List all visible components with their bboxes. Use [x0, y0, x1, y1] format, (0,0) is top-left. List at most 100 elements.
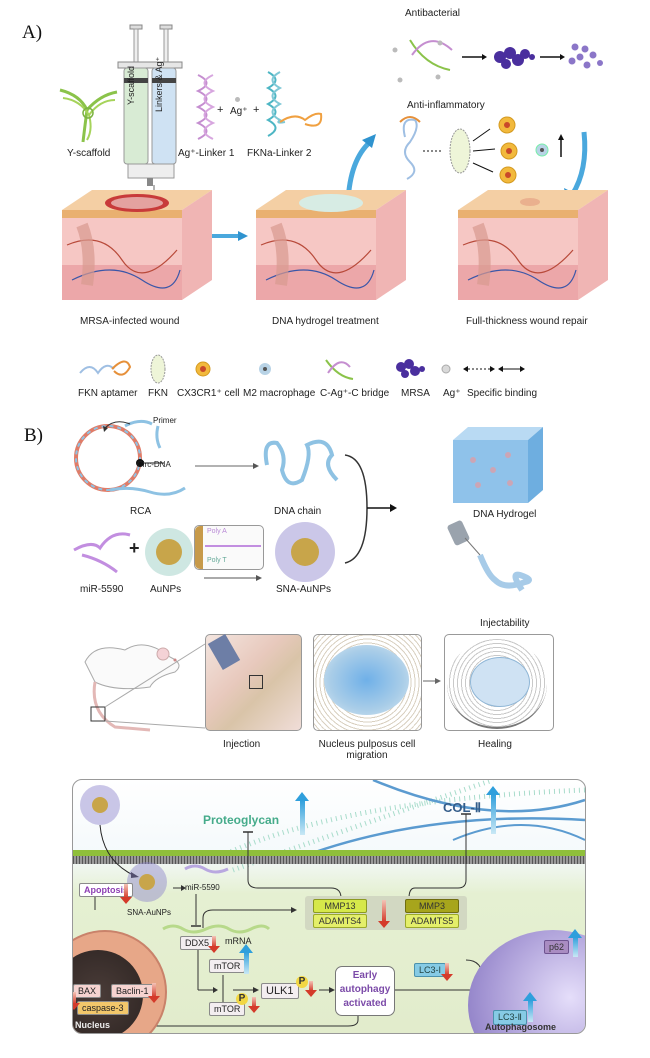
col2-label: COL-Ⅱ [443, 800, 482, 815]
phospho-badge: P [296, 976, 308, 988]
increase-arrow-icon [523, 992, 537, 1022]
primer-label: Primer [153, 416, 177, 425]
legend-label: CX3CR1⁺ cell [177, 388, 240, 399]
signaling-pathway-panel: Proteoglycan COL-Ⅱ SNA-AuNPs miR-5590 Ap… [72, 779, 586, 1034]
skin-block-treatment [256, 190, 406, 300]
apoptosis-box: Apoptosis [79, 883, 133, 897]
double-syringe-illustration [117, 24, 183, 186]
sna-aunp-intracellular [127, 862, 167, 902]
decrease-arrow-icon [441, 963, 453, 981]
mirna-strand-icon [184, 864, 229, 874]
decrease-arrow-icon [378, 900, 390, 928]
panel-a-label: A) [22, 22, 43, 43]
antibacterial-label: Antibacterial [405, 8, 461, 19]
healing-label: Healing [478, 739, 512, 750]
fkna-linker-2-icon [265, 71, 323, 137]
mtor-phospho-box: mTOR [209, 1002, 246, 1016]
gold-surface [195, 526, 203, 569]
migration-inset [313, 634, 422, 731]
adamts4-box: ADAMTS4 [313, 914, 367, 928]
proteoglycan-label: Proteoglycan [203, 813, 280, 827]
injection-inset [205, 634, 302, 731]
mrna-label: mRNA [225, 936, 252, 946]
healed-nucleus [470, 657, 530, 707]
adamts5-box: ADAMTS5 [405, 914, 459, 928]
stage-label-treatment: DNA hydrogel treatment [272, 316, 379, 327]
plus-sign: + [217, 104, 224, 116]
arrow-right-icon [204, 575, 262, 581]
legend-label: FKN [148, 388, 168, 399]
legend-label: Specific binding [467, 388, 538, 399]
lc3-2-box: LC3-Ⅱ [493, 1010, 527, 1025]
cx3cr1-cell-icon [195, 361, 211, 377]
aunps-icon [145, 528, 193, 576]
rca-illustration [74, 419, 186, 496]
rca-label: RCA [130, 506, 152, 517]
early-autophagy-line: activated [343, 998, 387, 1009]
mrsa-icon [396, 359, 425, 378]
cell-membrane [73, 856, 585, 864]
legend-label: M2 macrophage [243, 388, 316, 399]
plus-sign: + [253, 104, 260, 116]
y-scaffold-label: Y-scaffold [67, 148, 111, 159]
syringe-left-label: Y-scaffold [126, 65, 136, 105]
mmp3-box: MMP3 [405, 899, 459, 913]
increase-arrow-icon [568, 929, 582, 957]
ag-ion-icon [441, 364, 451, 374]
zoom-box [249, 675, 263, 689]
sna-aunps-label: SNA-AuNPs [276, 584, 332, 595]
syringe-icon [207, 634, 241, 670]
early-autophagy-box: Early autophagy activated [335, 966, 395, 1016]
decrease-arrow-icon [73, 992, 80, 1010]
mmp13-box: MMP13 [313, 899, 367, 913]
p62-box: p62 [544, 940, 570, 954]
strand-line [205, 545, 261, 547]
ddx5-box: DDX5 [180, 936, 215, 950]
anti-inflammatory-label: Anti-inflammatory [407, 100, 485, 111]
arrow-right-icon [423, 678, 441, 684]
plus-sign: + [129, 538, 140, 558]
decrease-arrow-icon [120, 884, 132, 904]
autophagosome-label: Autophagosome [485, 1022, 556, 1032]
ag-ion-icon [235, 97, 240, 102]
dna-hydrogel-label: DNA Hydrogel [473, 509, 537, 520]
legend-label: C-Ag⁺-C bridge [320, 388, 390, 399]
increase-arrow-icon [239, 944, 253, 974]
healing-inset [444, 634, 554, 731]
mirna-icon [73, 532, 131, 574]
skin-block-infected [62, 190, 212, 300]
migration-label: Nucleus pulposus cell migration [318, 739, 416, 761]
panel-b-label: B) [24, 425, 43, 446]
mirna-label: miR-5590 [80, 584, 124, 595]
mtor-box: mTOR [209, 959, 246, 973]
fkn-icon [150, 354, 166, 384]
decrease-arrow-icon [208, 936, 220, 953]
m2-macrophage-icon [259, 363, 271, 375]
decrease-arrow-icon [148, 983, 160, 1003]
injectability-label: Injectability [480, 618, 530, 629]
dna-chain-icon [263, 439, 339, 486]
ecm-fibers [211, 780, 585, 873]
legend-label: Ag⁺ [443, 388, 461, 399]
c-ag-c-bridge-icon [325, 359, 354, 380]
dna-chain-label: DNA chain [274, 506, 322, 517]
phospho-badge: P [236, 993, 248, 1005]
mirna-label: miR-5590 [185, 883, 220, 892]
caspase-box: caspase-3 [77, 1001, 129, 1015]
circ-dna-label: Circ-DNA [137, 460, 171, 469]
decrease-arrow-icon [248, 997, 260, 1013]
poly-t-label: Poly T [207, 557, 227, 564]
decrease-arrow-icon [305, 981, 317, 997]
bax-box: BAX [73, 984, 102, 998]
binding-arrows-icon [463, 366, 525, 372]
arrow-right-icon [195, 463, 259, 469]
sna-aunps-label: SNA-AuNPs [127, 908, 172, 917]
stage-label-infected: MRSA-infected wound [80, 316, 180, 327]
antibacterial-mechanism-illustration [392, 39, 603, 83]
stage-arrow-icon [212, 231, 248, 241]
sna-aunps-icon [275, 522, 335, 582]
anti-inflammatory-mechanism-illustration [399, 116, 564, 184]
fkn-aptamer-icon [79, 360, 132, 376]
stage-label-repair: Full-thickness wound repair [466, 316, 588, 327]
legend-label: MRSA [401, 388, 430, 399]
